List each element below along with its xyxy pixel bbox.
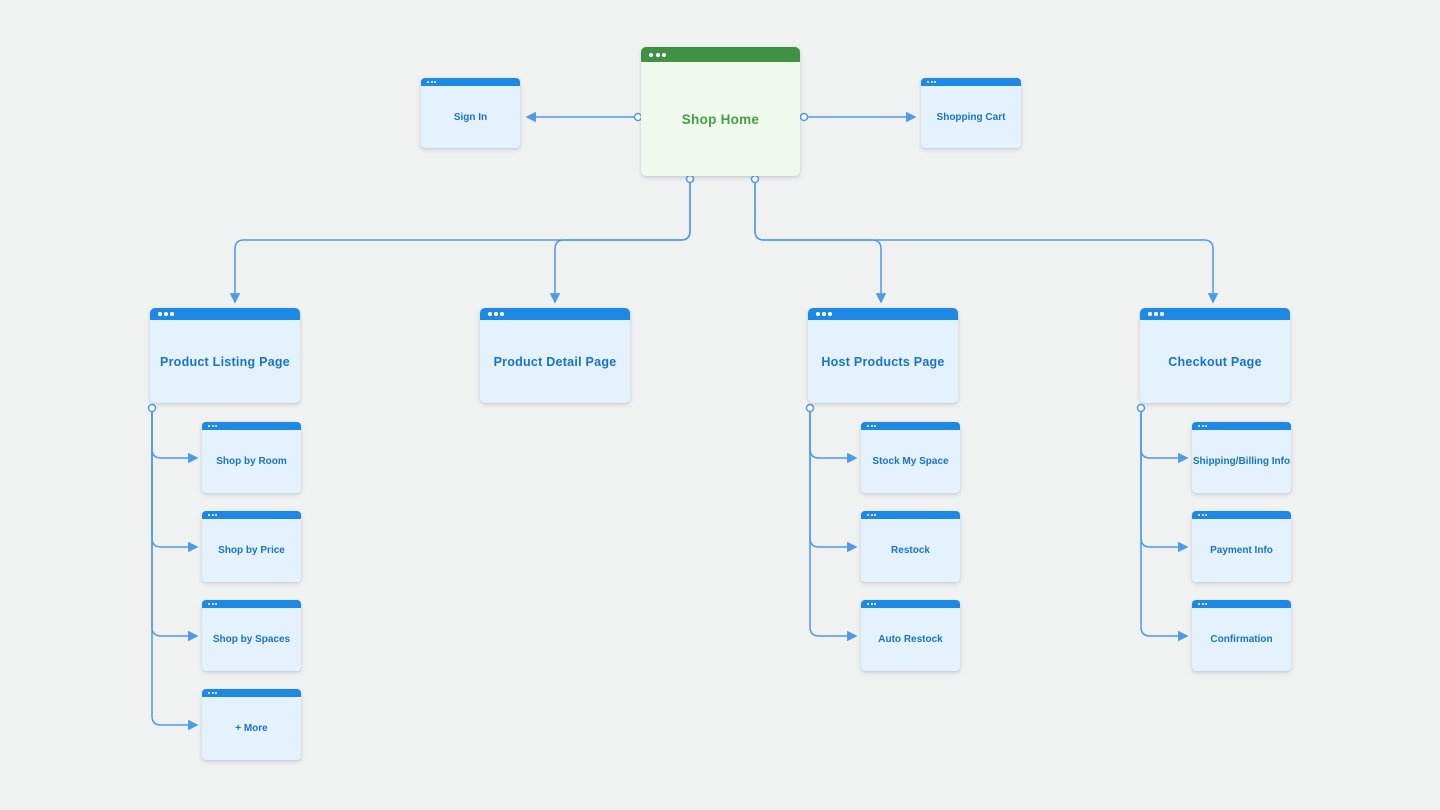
port-hpp-bottom <box>805 403 815 413</box>
port-home-bottom-left <box>685 174 695 184</box>
edge-plp-shop-by-price <box>151 412 199 553</box>
edge-co-shipping-billing <box>1140 412 1189 464</box>
node-label: Restock <box>891 545 930 556</box>
window-dots-icon <box>867 603 876 605</box>
edge-hpp-auto-restock <box>809 412 858 642</box>
node-shop-by-room[interactable]: Shop by Room <box>202 422 301 493</box>
node-shopping-cart[interactable]: Shopping Cart <box>921 78 1021 148</box>
edge-plp-more <box>151 412 199 731</box>
node-more[interactable]: + More <box>202 689 301 760</box>
node-sign-in[interactable]: Sign In <box>421 78 520 148</box>
node-label: Product Detail Page <box>493 354 617 369</box>
node-label: Auto Restock <box>878 634 943 645</box>
node-label: Confirmation <box>1210 634 1273 645</box>
window-dots-icon <box>158 312 174 316</box>
edge-hpp-restock <box>809 412 858 553</box>
node-auto-restock[interactable]: Auto Restock <box>861 600 960 671</box>
window-title-bar <box>202 511 301 519</box>
edge-home-checkout <box>754 182 1219 304</box>
window-dots-icon <box>816 312 832 316</box>
node-label: Shop Home <box>681 111 760 127</box>
edge-co-payment-info <box>1140 412 1189 553</box>
window-title-bar <box>1192 422 1291 430</box>
window-title-bar <box>150 308 300 320</box>
port-co-bottom <box>1136 403 1146 413</box>
window-dots-icon <box>427 81 436 83</box>
node-stock-my-space[interactable]: Stock My Space <box>861 422 960 493</box>
window-dots-icon <box>208 603 217 605</box>
node-label: Product Listing Page <box>159 354 290 369</box>
node-label: Shipping/Billing Info <box>1192 456 1291 467</box>
edge-co-confirmation <box>1140 412 1189 642</box>
node-product-listing-page[interactable]: Product Listing Page <box>150 308 300 403</box>
window-dots-icon <box>1198 514 1207 516</box>
node-label: Stock My Space <box>872 456 949 467</box>
node-label: Sign In <box>453 111 488 123</box>
node-shop-by-price[interactable]: Shop by Price <box>202 511 301 582</box>
window-dots-icon <box>208 425 217 427</box>
window-title-bar <box>202 689 301 697</box>
node-label: Shop by Spaces <box>212 634 291 645</box>
node-shipping-billing-info[interactable]: Shipping/Billing Info <box>1192 422 1291 493</box>
window-dots-icon <box>649 52 666 57</box>
window-dots-icon <box>208 692 217 694</box>
node-shop-home[interactable]: Shop Home <box>641 47 800 176</box>
window-title-bar <box>1192 511 1291 519</box>
window-dots-icon <box>1198 425 1207 427</box>
window-dots-icon <box>867 514 876 516</box>
node-shop-by-spaces[interactable]: Shop by Spaces <box>202 600 301 671</box>
window-title-bar <box>861 511 960 519</box>
node-restock[interactable]: Restock <box>861 511 960 582</box>
window-title-bar <box>861 600 960 608</box>
edge-home-product-detail <box>549 182 691 304</box>
window-title-bar <box>1192 600 1291 608</box>
node-product-detail-page[interactable]: Product Detail Page <box>480 308 630 403</box>
node-label: Shopping Cart <box>936 111 1006 123</box>
window-dots-icon <box>867 425 876 427</box>
window-title-bar <box>480 308 630 320</box>
node-label: + More <box>235 723 268 734</box>
window-title-bar <box>921 78 1021 86</box>
window-title-bar <box>202 600 301 608</box>
edge-plp-shop-by-room <box>151 412 199 464</box>
edge-home-product-listing <box>229 182 691 304</box>
edge-hpp-stock-my-space <box>809 412 858 464</box>
edge-plp-shop-by-spaces <box>151 412 199 642</box>
node-payment-info[interactable]: Payment Info <box>1192 511 1291 582</box>
window-title-bar <box>421 78 520 86</box>
window-dots-icon <box>208 514 217 516</box>
node-label: Payment Info <box>1210 545 1273 556</box>
node-confirmation[interactable]: Confirmation <box>1192 600 1291 671</box>
window-title-bar <box>1140 308 1290 320</box>
window-dots-icon <box>1148 312 1164 316</box>
port-plp-bottom <box>147 403 157 413</box>
node-checkout-page[interactable]: Checkout Page <box>1140 308 1290 403</box>
node-label: Shop by Price <box>218 545 285 556</box>
window-dots-icon <box>927 81 936 83</box>
node-label: Checkout Page <box>1168 354 1262 369</box>
edge-home-host-products <box>754 182 887 304</box>
window-title-bar <box>641 47 800 62</box>
window-title-bar <box>861 422 960 430</box>
window-dots-icon <box>488 312 504 316</box>
window-dots-icon <box>1198 603 1207 605</box>
node-label: Shop by Room <box>216 456 287 467</box>
window-title-bar <box>202 422 301 430</box>
node-host-products-page[interactable]: Host Products Page <box>808 308 958 403</box>
port-home-right <box>799 112 809 122</box>
port-home-bottom-right <box>750 174 760 184</box>
node-label: Host Products Page <box>821 354 945 369</box>
window-title-bar <box>808 308 958 320</box>
